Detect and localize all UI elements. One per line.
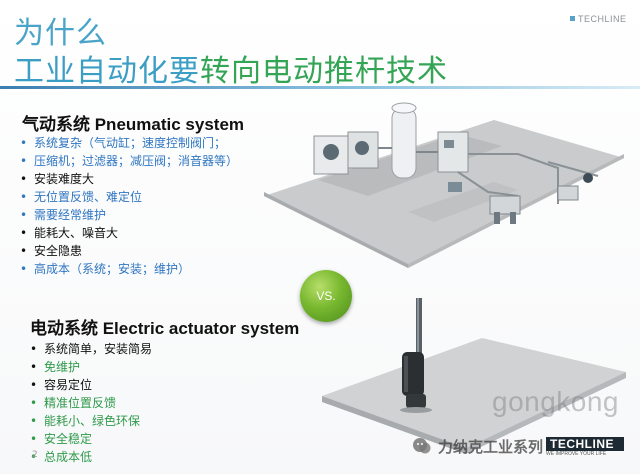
title-divider [0, 86, 640, 89]
list-item: 精准位置反馈 [30, 394, 152, 412]
electric-list: 系统简单，安装简易 免维护 容易定位 精准位置反馈 能耗小、绿色环保 安全稳定 … [30, 340, 152, 466]
page-indicator: 2 [32, 450, 38, 460]
list-item-continuation: 压缩机；过滤器；减压阀；消音器等） [20, 152, 238, 170]
list-item: 高成本（系统；安装；维护） [20, 260, 238, 278]
vs-badge: VS. [300, 270, 352, 322]
electric-actuator-illustration [322, 298, 626, 454]
title-part-1: 工业自动化要 [14, 54, 200, 89]
list-item: 免维护 [30, 358, 152, 376]
techline-logo: TECHLINE [570, 14, 627, 24]
gongkong-watermark: gongkong [492, 386, 620, 417]
list-item: 安全隐患 [20, 242, 238, 260]
list-item: 安装难度大 [20, 170, 238, 188]
list-item: 总成本低 [30, 448, 152, 466]
logo-text: TECHLINE [578, 14, 627, 24]
list-item: 能耗小、绿色环保 [30, 412, 152, 430]
title-line-2: 工业自动化要转向电动推杆技术 [14, 46, 448, 90]
list-item: 能耗大、噪音大 [20, 224, 238, 242]
brand-text: TECHLINE [550, 437, 614, 451]
title-line-1: 为什么 [14, 16, 107, 51]
list-item: 无位置反馈、难定位 [20, 188, 238, 206]
electric-heading: 电动系统 Electric actuator system [30, 319, 300, 338]
brand-tagline: WE IMPROVE YOUR LIFE [546, 451, 607, 457]
logo-mark-icon [570, 16, 575, 21]
pneumatic-list: 系统复杂（气动缸；速度控制阀门； 压缩机；过滤器；减压阀；消音器等） 安装难度大… [20, 134, 238, 278]
account-watermark: 力纳克工业系列 [438, 438, 544, 456]
list-item: 系统复杂（气动缸；速度控制阀门； [20, 134, 238, 152]
pneumatic-system-illustration [264, 102, 624, 268]
techline-brand-watermark: TECHLINE WE IMPROVE YOUR LIFE [546, 437, 624, 457]
list-item: 安全稳定 [30, 430, 152, 448]
list-item: 容易定位 [30, 376, 152, 394]
wechat-icon [413, 438, 431, 454]
list-item: 需要经常维护 [20, 206, 238, 224]
title-part-2: 转向电动推杆技术 [200, 54, 448, 89]
list-item: 系统简单，安装简易 [30, 340, 152, 358]
pneumatic-heading: 气动系统 Pneumatic system [22, 115, 245, 134]
